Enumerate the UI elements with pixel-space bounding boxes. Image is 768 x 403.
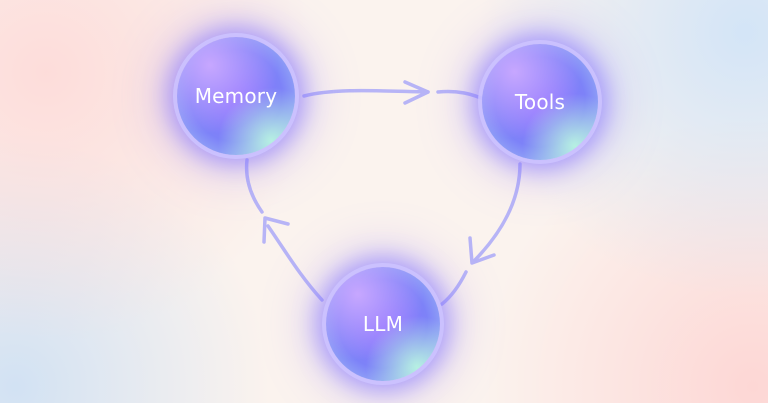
node-llm: LLM [326,267,440,381]
node-tools: Tools [482,44,598,160]
edge-llm-to-memory [244,158,324,302]
arrowhead-memory-to-tools [403,80,430,105]
node-memory-label: Memory [194,84,278,108]
node-tools-label: Tools [514,90,566,114]
arrowhead-llm-to-memory [262,216,290,244]
arrowhead-tools-to-llm [468,236,496,265]
node-llm-label: LLM [362,312,404,336]
edge-tools-to-llm [440,162,522,306]
node-memory: Memory [177,37,295,155]
edge-memory-to-tools [302,88,488,102]
